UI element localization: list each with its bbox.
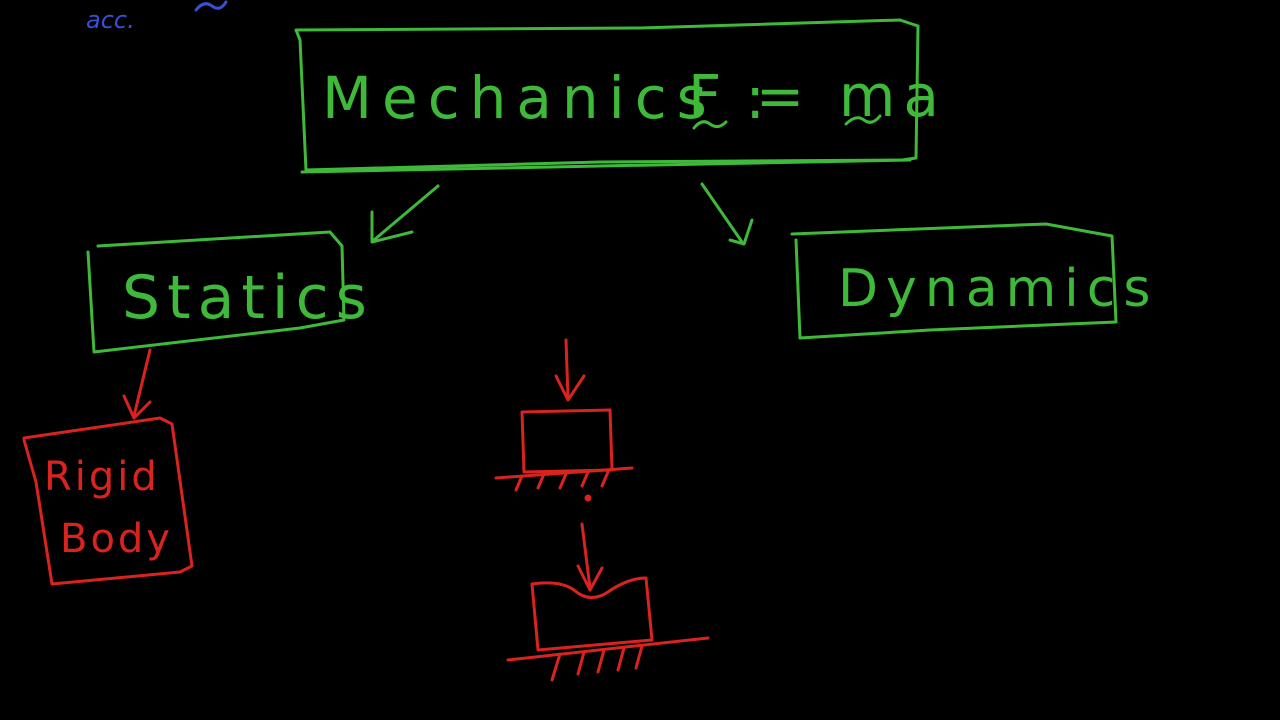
rigid-body-label-line2: Body (60, 516, 173, 562)
branch-arrows (370, 182, 754, 246)
rigid-body-branch: Rigid Body (22, 348, 194, 586)
load-arrow-bottom (576, 522, 604, 592)
corner-tilde (194, 0, 228, 12)
force-vector-tilde (692, 120, 728, 130)
ground-hatch-bottom (550, 644, 644, 682)
mechanics-box-underline (300, 158, 912, 174)
statics-label: Statics (122, 263, 374, 333)
arrow-to-dynamics (700, 182, 754, 246)
statics-box: Statics (86, 230, 374, 354)
pen-dot (584, 494, 592, 502)
dynamics-label: Dynamics (838, 259, 1158, 319)
acceleration-vector-tilde (844, 114, 882, 126)
corner-note-text: acc. (86, 6, 135, 34)
ground-line-bottom (506, 636, 710, 662)
rigid-body-box-border (22, 416, 194, 586)
deformed-block-sketch (506, 522, 710, 682)
corner-note: acc. (86, 0, 228, 34)
statics-box-border (86, 230, 346, 354)
load-arrow-top (554, 338, 586, 402)
rigid-block-sketch (494, 338, 634, 502)
arrow-to-rigid-body (122, 348, 152, 420)
mechanics-label: Mechanics : (322, 64, 775, 132)
deformed-block (530, 576, 654, 652)
rigid-body-label-line1: Rigid (44, 454, 160, 500)
ground-line-top (494, 466, 634, 480)
mechanics-equation: F = ma (688, 62, 947, 130)
arrow-to-statics (370, 184, 440, 244)
dynamics-box-border (790, 222, 1118, 340)
dynamics-box: Dynamics (790, 222, 1158, 340)
ground-hatch-top (514, 470, 610, 492)
undeformed-block (520, 408, 614, 474)
mechanics-box: Mechanics : F = ma (294, 18, 947, 174)
